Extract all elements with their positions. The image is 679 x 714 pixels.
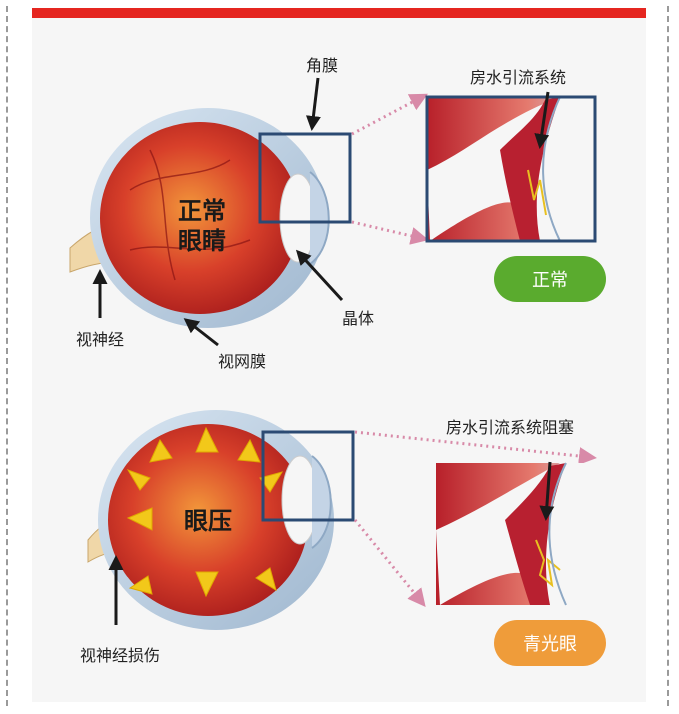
glaucoma-badge: 青光眼 (494, 620, 606, 666)
normal-badge: 正常 (494, 256, 606, 302)
normal-eye-label: 正常 眼睛 (166, 196, 238, 256)
optic-nerve-label: 视神经 (76, 330, 125, 349)
normal-eye-label-line2: 眼睛 (178, 227, 226, 255)
drainage-inset-blocked (436, 462, 600, 606)
normal-eye-label-line1: 正常 (178, 197, 226, 225)
page-frame (6, 6, 669, 706)
eye-pressure-label: 眼压 (184, 507, 232, 535)
red-banner (32, 8, 646, 18)
retina-label: 视网膜 (218, 352, 267, 371)
normal-eye (69, 108, 330, 328)
detail-frame-bottom (261, 430, 355, 522)
lens-label: 晶体 (342, 309, 375, 328)
detail-frame-top (258, 132, 352, 224)
drainage-blocked-label: 房水引流系统阻塞 (446, 418, 575, 437)
drainage-system-label: 房水引流系统 (470, 68, 567, 87)
pressure-arrows (126, 426, 284, 598)
glaucoma-eye (87, 410, 334, 630)
drainage-inset-normal (425, 95, 597, 243)
cornea-label: 角膜 (306, 56, 339, 75)
optic-nerve-damage-label: 视神经损伤 (80, 646, 161, 665)
